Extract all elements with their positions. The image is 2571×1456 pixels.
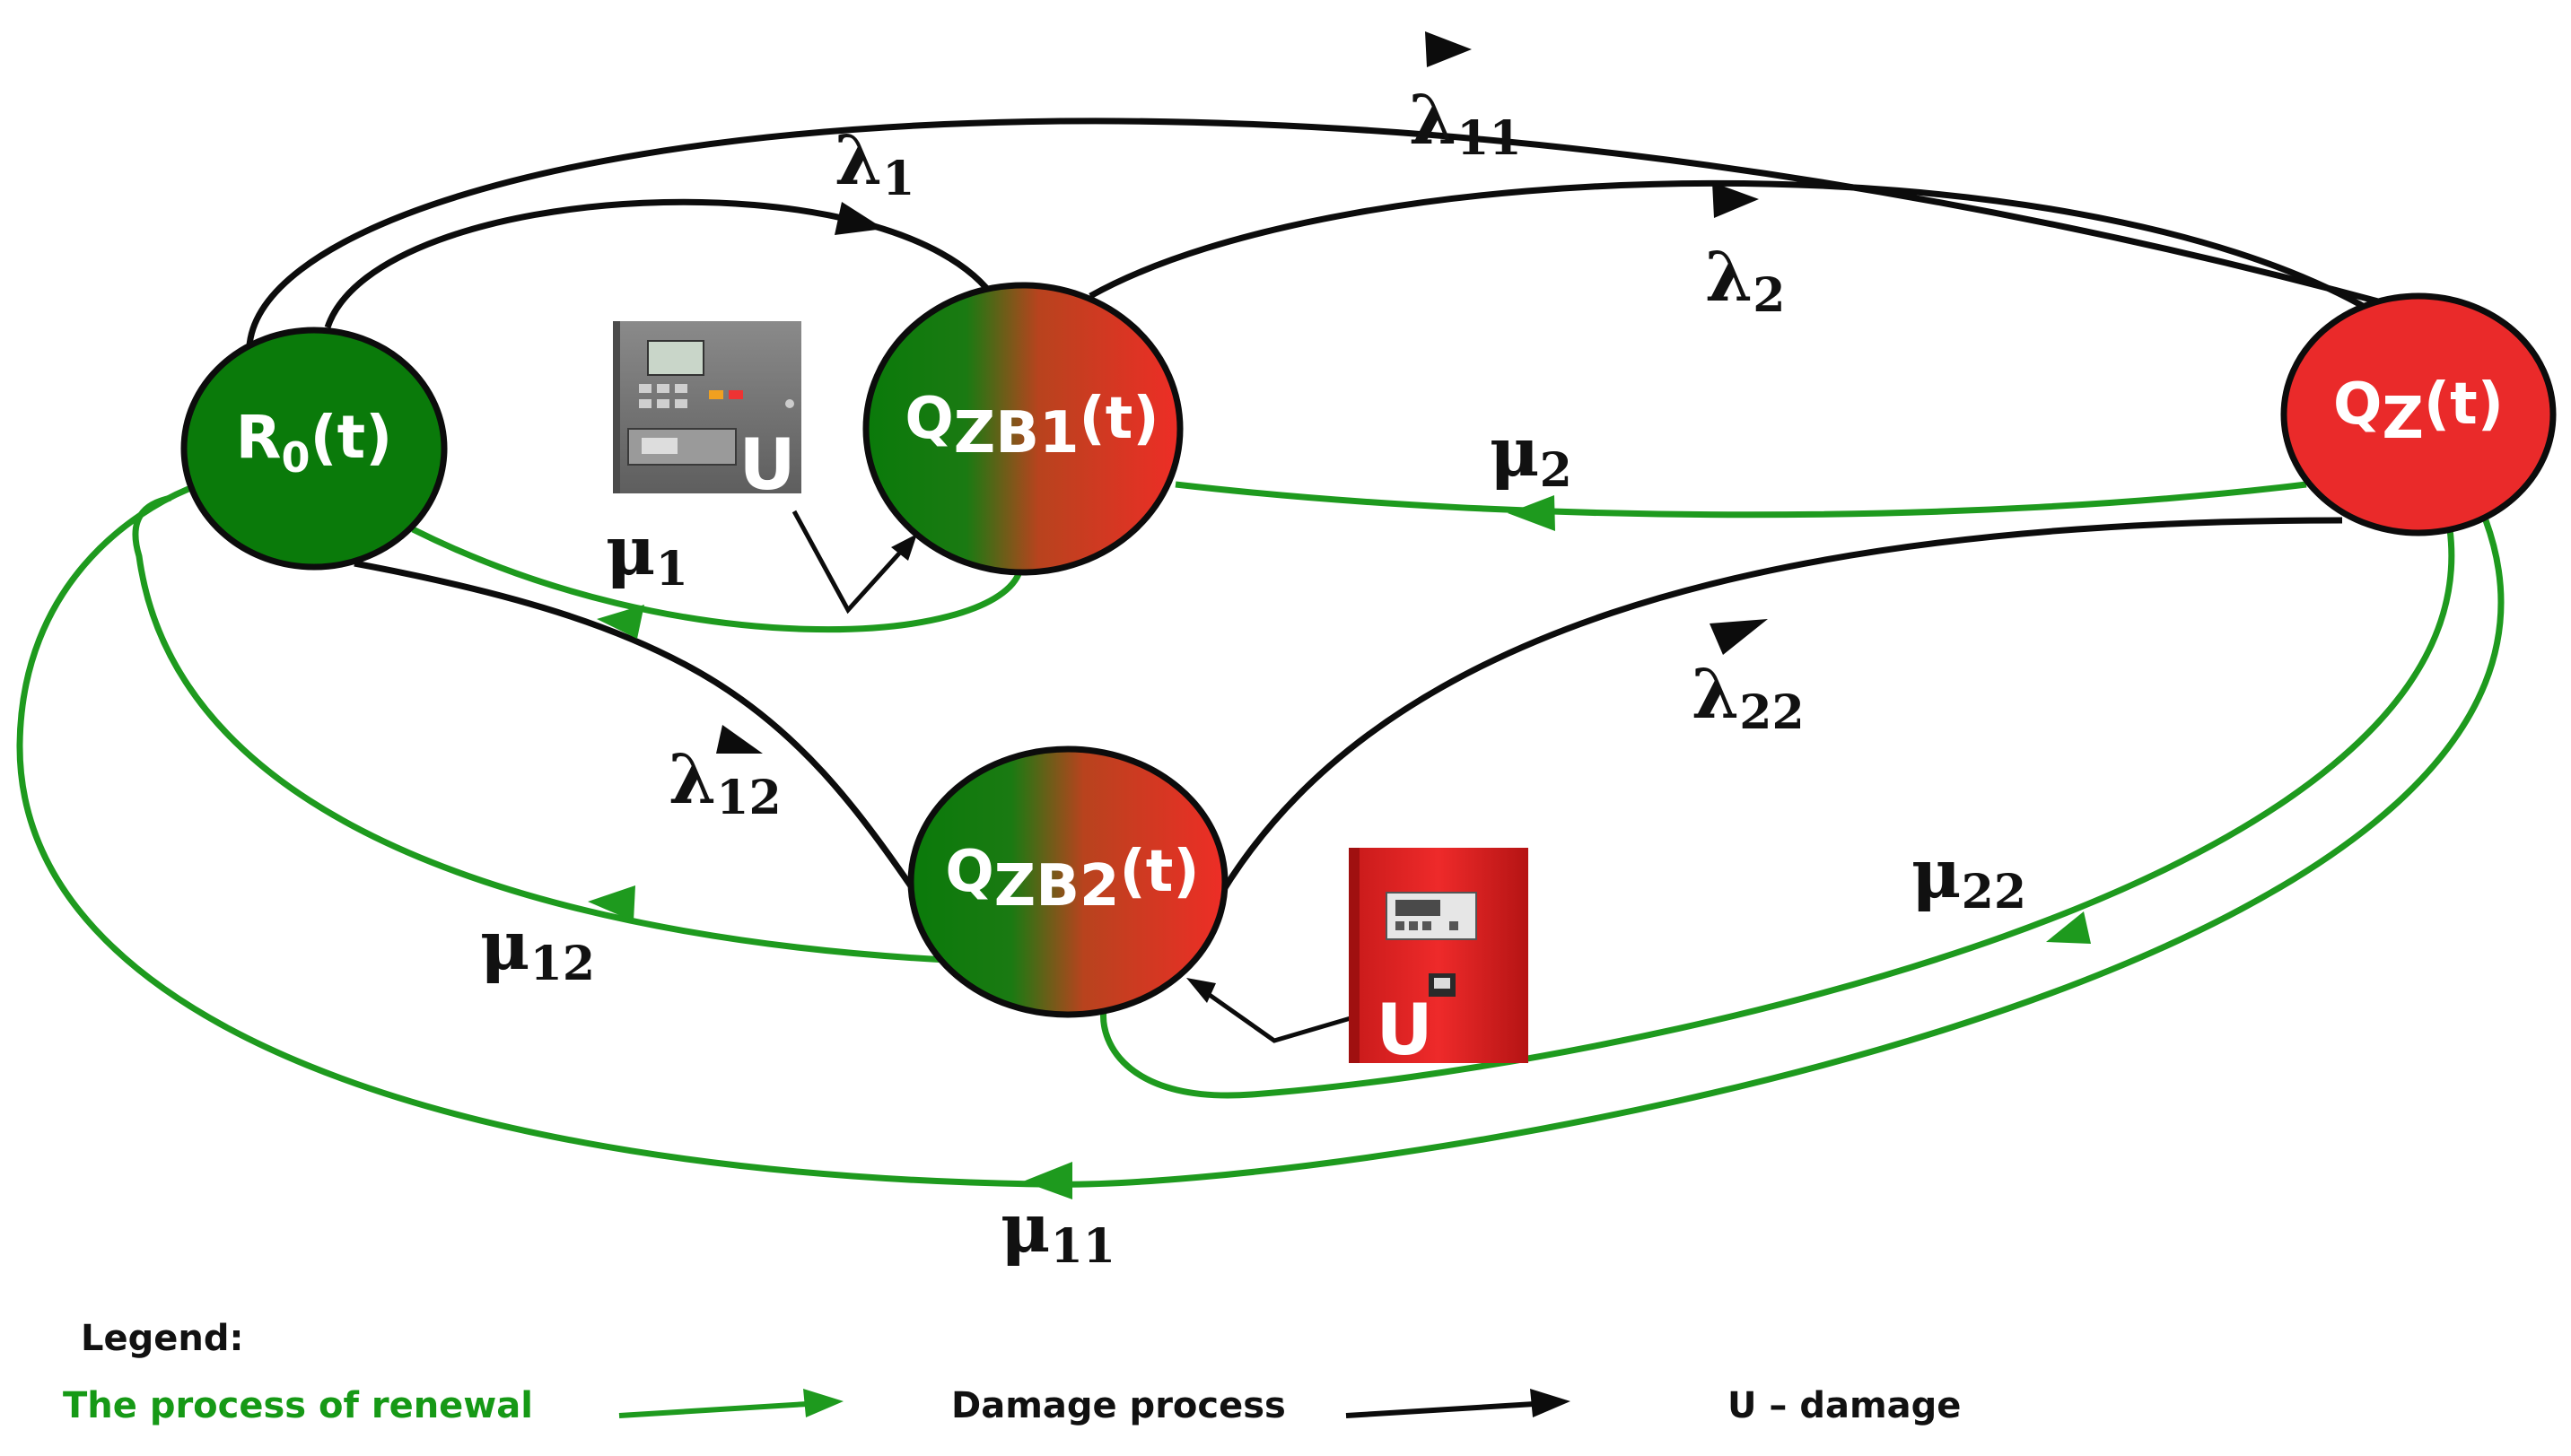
label-lambda1: λ1 (835, 120, 914, 206)
label-lambda2: λ2 (1705, 237, 1785, 323)
legend-u-damage: U – damage (1727, 1385, 1961, 1426)
arrowhead-lambda11 (1425, 31, 1472, 67)
legend-renewal-arrowhead (803, 1389, 844, 1417)
arrowhead-lambda2 (1712, 182, 1759, 218)
label-mu22: μ22 (1911, 833, 2026, 920)
svg-text:U: U (1376, 990, 1432, 1071)
edge-lambda11 (246, 118, 2505, 346)
edge-mu11 (16, 485, 2505, 1188)
pointer-device2 (1196, 984, 1351, 1043)
label-lambda12: λ12 (669, 739, 782, 825)
label-mu1: μ1 (606, 510, 688, 597)
legend-damage-arrowhead (1530, 1389, 1570, 1417)
edge-lambda12 (354, 560, 918, 894)
legend-renewal-label: The process of renewal (63, 1385, 533, 1426)
label-mu11: μ11 (1001, 1188, 1115, 1274)
edge-mu22 (1100, 528, 2455, 1099)
legend-title: Legend: (81, 1318, 243, 1359)
arrowhead-mu12 (588, 885, 635, 921)
arrowhead-mu11 (1023, 1162, 1072, 1199)
label-lambda22: λ22 (1692, 654, 1805, 740)
edge-lambda2 (1089, 179, 2371, 313)
svg-text:QZ(t): QZ(t) (2333, 371, 2504, 452)
legend-damage-label: Damage process (951, 1385, 1286, 1426)
fire-alarm-panel-red: U (1349, 848, 1528, 1071)
svg-text:U: U (739, 425, 795, 506)
state-qzb2: QZB2(t) (907, 745, 1229, 1018)
svg-text:R0(t): R0(t) (236, 403, 393, 482)
arrowhead-lambda1 (835, 202, 884, 235)
edge-lambda22 (1208, 517, 2343, 912)
arrowhead-mu22 (2046, 911, 2091, 944)
label-mu2: μ2 (1490, 412, 1572, 498)
edge-mu12 (132, 494, 948, 963)
fire-alarm-panel-grey: U (613, 321, 801, 506)
edge-mu2 (1175, 481, 2307, 519)
legend-renewal-line (618, 1401, 809, 1418)
state-qzb1: QZB1(t) (862, 282, 1184, 576)
arrowhead-lambda12 (716, 725, 763, 754)
edge-mu1 (411, 526, 1022, 633)
svg-text:QZB1(t): QZB1(t) (905, 386, 1159, 466)
state-r0: R0(t) (180, 327, 448, 571)
pointer-device1 (791, 510, 908, 615)
arrowhead-pointer-device1 (891, 534, 917, 561)
legend-damage-line (1345, 1401, 1535, 1418)
arrowhead-pointer-device2 (1186, 978, 1216, 1003)
label-mu12: μ12 (480, 905, 595, 991)
arrowhead-mu2 (1508, 495, 1555, 531)
label-lambda11: λ11 (1409, 80, 1522, 166)
arrowhead-mu1 (597, 605, 644, 639)
arrowhead-lambda22 (1710, 619, 1768, 655)
edge-lambda1 (324, 198, 999, 329)
state-qz: QZ(t) (2280, 292, 2557, 536)
svg-text:QZB2(t): QZB2(t) (945, 839, 1199, 920)
